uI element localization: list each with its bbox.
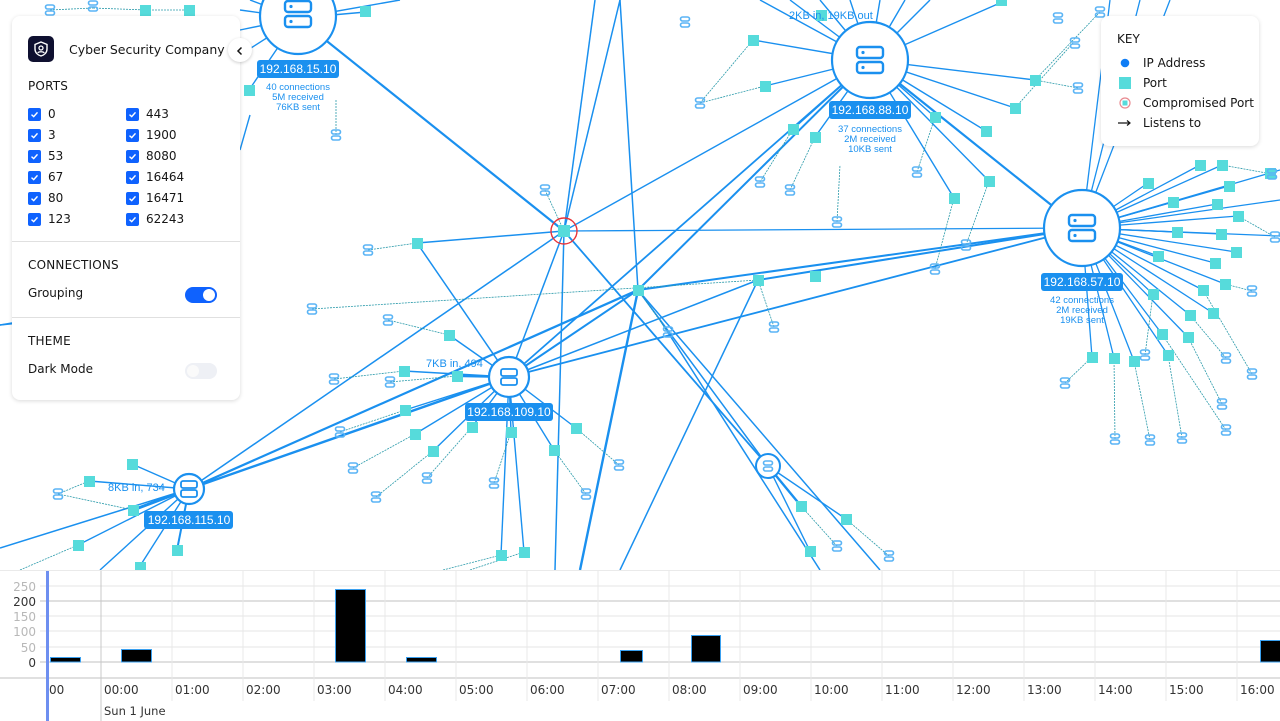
histogram-bar <box>692 636 721 663</box>
svg-text:02:00: 02:00 <box>246 683 281 697</box>
svg-text:15:00: 15:00 <box>1169 683 1204 697</box>
svg-text:14:00: 14:00 <box>1098 683 1133 697</box>
ports-section-title: PORTS <box>28 79 68 93</box>
svg-text:07:00: 07:00 <box>601 683 636 697</box>
brand: Cyber Security Company <box>28 36 225 62</box>
connections-section-title: CONNECTIONS <box>28 258 119 272</box>
toggle-knob <box>203 289 215 301</box>
svg-text:10KB sent: 10KB sent <box>848 144 892 155</box>
svg-text:192.168.57.10: 192.168.57.10 <box>1044 275 1121 289</box>
svg-text:11:00: 11:00 <box>885 683 920 697</box>
collapse-panel-button[interactable] <box>228 38 252 62</box>
grouping-toggle[interactable] <box>185 287 217 303</box>
svg-text:00:00: 00:00 <box>104 683 139 697</box>
arrow-right-icon <box>1117 116 1133 130</box>
checkmark-icon[interactable] <box>28 213 41 226</box>
svg-text:13:00: 13:00 <box>1027 683 1062 697</box>
checkmark-icon[interactable] <box>126 171 139 184</box>
histogram-bar <box>621 651 643 663</box>
port-checkbox-16464[interactable]: 16464 <box>126 170 224 184</box>
svg-text:12:00: 12:00 <box>956 683 991 697</box>
port-checkbox-3[interactable]: 3 <box>28 128 126 142</box>
port-square-icon <box>1117 76 1133 90</box>
svg-text:09:00: 09:00 <box>743 683 778 697</box>
toggle-knob <box>187 365 199 377</box>
svg-text:04:00: 04:00 <box>388 683 423 697</box>
svg-text:05:00: 05:00 <box>459 683 494 697</box>
legend-key: KEY IP Address Port Compromised Port Lis… <box>1101 16 1259 146</box>
svg-text:10:00: 10:00 <box>814 683 849 697</box>
svg-text:08:00: 08:00 <box>672 683 707 697</box>
control-panel: Cyber Security Company PORTS 0 443 3 190… <box>12 16 240 400</box>
svg-text:Sun 1 June: Sun 1 June <box>104 704 166 718</box>
checkmark-icon[interactable] <box>126 192 139 205</box>
svg-text:192.168.88.10: 192.168.88.10 <box>832 103 909 117</box>
ports-checkbox-list: 0 443 3 1900 53 8080 67 16464 80 16471 1… <box>28 107 228 226</box>
theme-section-title: THEME <box>28 334 71 348</box>
svg-text:192.168.15.10: 192.168.15.10 <box>260 62 337 76</box>
port-checkbox-8080[interactable]: 8080 <box>126 149 224 163</box>
port-checkbox-62243[interactable]: 62243 <box>126 212 224 226</box>
svg-text:03:00: 03:00 <box>317 683 352 697</box>
histogram-bar <box>407 658 437 663</box>
timeline-histogram[interactable]: 250 200 150 100 50 0 :00 00:00 01:00 02:… <box>0 570 1280 720</box>
compromised-port-icon <box>1117 96 1133 110</box>
checkmark-icon[interactable] <box>28 192 41 205</box>
port-checkbox-53[interactable]: 53 <box>28 149 126 163</box>
dark-mode-label: Dark Mode <box>28 362 93 376</box>
divider <box>12 317 240 318</box>
svg-text:06:00: 06:00 <box>530 683 565 697</box>
company-name: Cyber Security Company <box>69 42 225 57</box>
checkmark-icon[interactable] <box>126 150 139 163</box>
port-checkbox-443[interactable]: 443 <box>126 107 224 121</box>
dark-mode-toggle[interactable] <box>185 363 217 379</box>
svg-text:76KB sent: 76KB sent <box>276 102 320 113</box>
port-checkbox-1900[interactable]: 1900 <box>126 128 224 142</box>
key-item-compromised-port: Compromised Port <box>1117 96 1254 110</box>
svg-text:01:00: 01:00 <box>175 683 210 697</box>
port-checkbox-80[interactable]: 80 <box>28 191 126 205</box>
svg-text:8KB in, 734: 8KB in, 734 <box>108 482 165 494</box>
key-item-port: Port <box>1117 76 1167 90</box>
time-range-handle[interactable] <box>46 571 49 721</box>
checkmark-icon[interactable] <box>126 129 139 142</box>
shield-user-logo-icon <box>28 36 54 62</box>
svg-text:19KB sent: 19KB sent <box>1060 315 1104 326</box>
ip-node-small[interactable] <box>756 454 780 478</box>
key-item-ip-address: IP Address <box>1117 56 1205 70</box>
port-checkbox-0[interactable]: 0 <box>28 107 126 121</box>
port-checkbox-67[interactable]: 67 <box>28 170 126 184</box>
checkmark-icon[interactable] <box>28 150 41 163</box>
grouping-label: Grouping <box>28 286 83 300</box>
histogram-bar <box>51 658 81 663</box>
svg-text:100: 100 <box>13 625 36 639</box>
svg-text:192.168.109.10: 192.168.109.10 <box>467 405 551 419</box>
port-checkbox-16471[interactable]: 16471 <box>126 191 224 205</box>
key-item-listens-to: Listens to <box>1117 116 1201 130</box>
port-checkbox-123[interactable]: 123 <box>28 212 126 226</box>
checkmark-icon[interactable] <box>126 108 139 121</box>
svg-text:200: 200 <box>13 595 36 609</box>
svg-text:50: 50 <box>21 641 36 655</box>
svg-text:150: 150 <box>13 610 36 624</box>
histogram-bar <box>336 590 366 663</box>
svg-text:2KB in, 19KB out: 2KB in, 19KB out <box>789 10 873 22</box>
key-title: KEY <box>1117 32 1140 46</box>
chevron-left-icon <box>235 41 245 60</box>
checkmark-icon[interactable] <box>28 171 41 184</box>
checkmark-icon[interactable] <box>28 108 41 121</box>
ip-address-dot-icon <box>1117 56 1133 70</box>
divider <box>12 241 240 242</box>
svg-text:7KB in, 494: 7KB in, 494 <box>426 358 483 370</box>
svg-text:250: 250 <box>13 580 36 594</box>
checkmark-icon[interactable] <box>126 213 139 226</box>
svg-text:16:00: 16:00 <box>1240 683 1275 697</box>
svg-text:0: 0 <box>28 656 36 670</box>
svg-text:192.168.115.10: 192.168.115.10 <box>148 513 231 527</box>
histogram-bar <box>1261 641 1280 663</box>
histogram-bar <box>122 650 152 663</box>
checkmark-icon[interactable] <box>28 129 41 142</box>
